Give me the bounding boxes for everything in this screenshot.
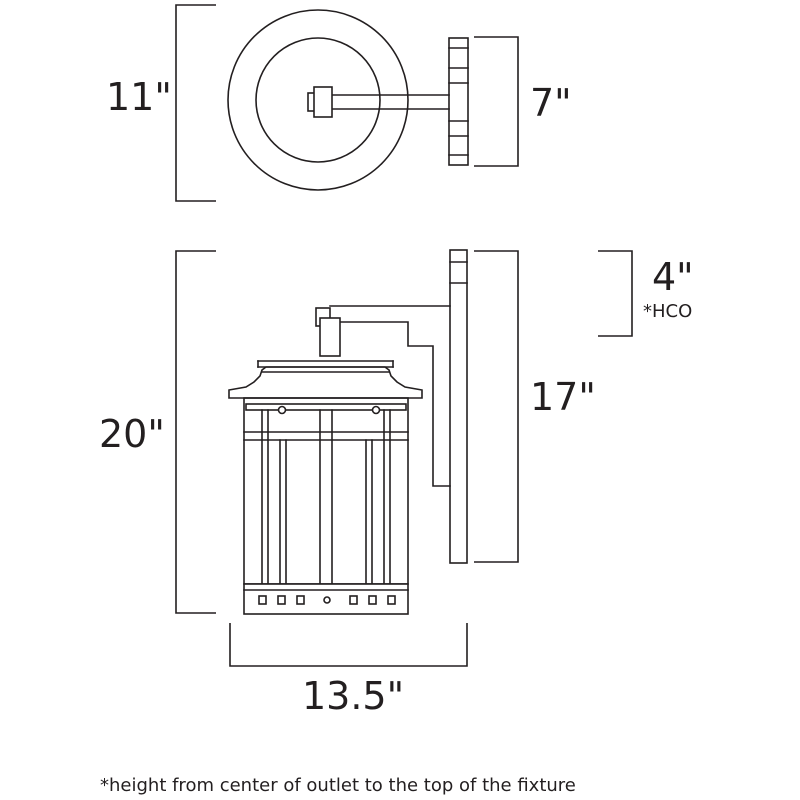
top-view bbox=[227, 9, 469, 191]
height-bracket-top-view bbox=[175, 4, 216, 202]
hco-bracket bbox=[598, 250, 633, 337]
width-bracket bbox=[229, 623, 468, 667]
backplate-bracket-top-view bbox=[474, 36, 519, 167]
side-view bbox=[228, 249, 468, 615]
overall-height-label: 20" bbox=[99, 412, 165, 456]
outlet-height-bracket bbox=[474, 250, 519, 563]
width-label: 13.5" bbox=[302, 674, 405, 718]
footnote: *height from center of outlet to the top… bbox=[100, 775, 576, 796]
overall-height-bracket bbox=[175, 250, 216, 614]
hco-label: *HCO bbox=[643, 301, 693, 322]
hco-height-label: 4" bbox=[652, 255, 694, 299]
backplate-height-label: 7" bbox=[530, 81, 572, 125]
outlet-height-label: 17" bbox=[530, 375, 596, 419]
top-view-height-label: 11" bbox=[106, 75, 172, 119]
